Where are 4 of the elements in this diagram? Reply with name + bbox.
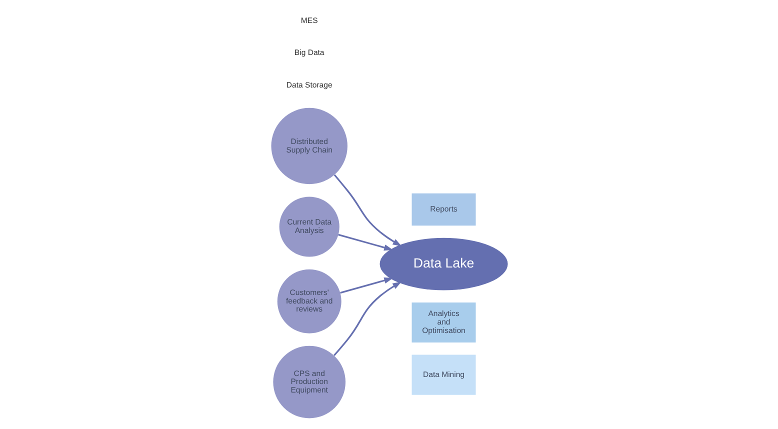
arrow [338, 234, 393, 251]
arrow [340, 277, 393, 294]
arrow [333, 174, 402, 246]
arrow [332, 282, 402, 356]
